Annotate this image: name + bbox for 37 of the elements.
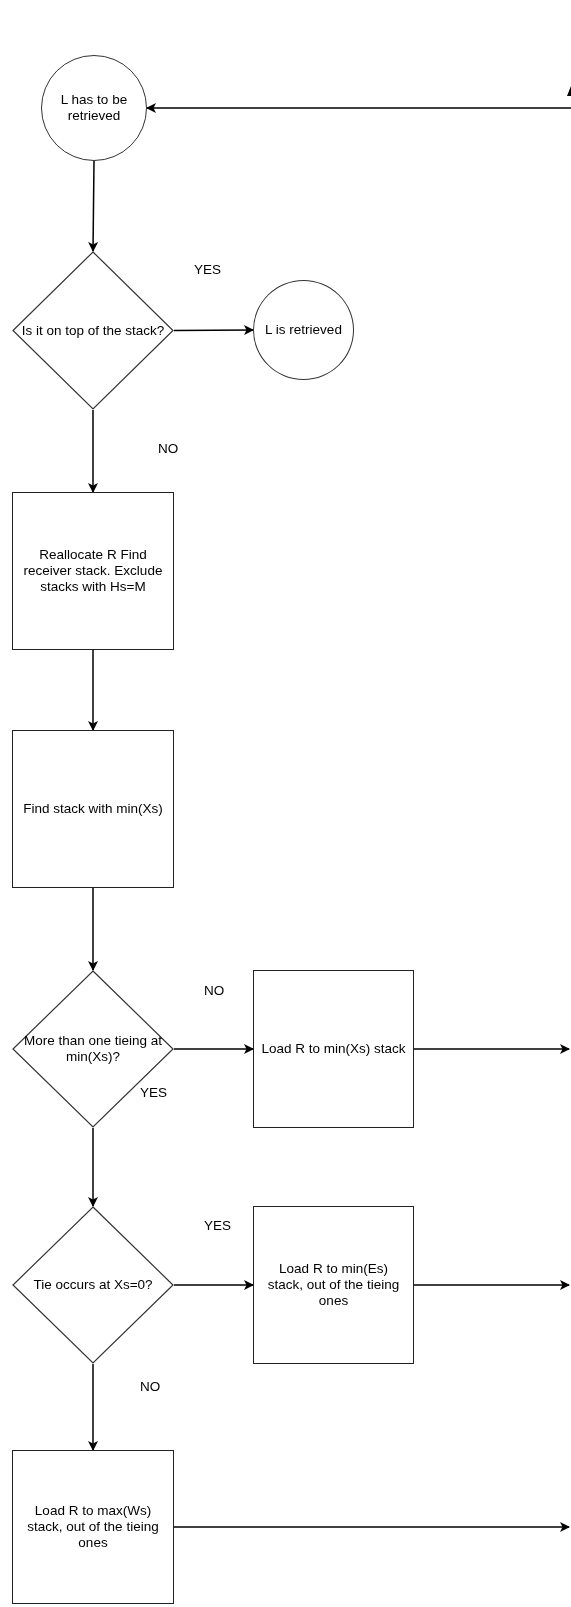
process-box — [12, 492, 174, 650]
arrow — [173, 325, 254, 336]
process-box — [253, 970, 414, 1128]
edge-label: NO — [158, 441, 179, 456]
decision-diamond — [12, 1206, 174, 1364]
node-label: L has to be retrieved — [59, 92, 129, 124]
node-label: Reallocate R Find receiver stack. Exclude stacks with Hs=M — [22, 547, 164, 595]
arrow — [88, 160, 99, 252]
edge-label: YES — [140, 1085, 167, 1100]
decision-diamond — [12, 970, 174, 1128]
arrow — [88, 649, 98, 731]
arrow — [173, 1280, 254, 1290]
node-label: Is it on top of the stack? — [20, 322, 166, 339]
node-label: Find stack with min(Xs) — [22, 801, 164, 817]
arrow — [413, 1280, 570, 1290]
node-label: Load R to min(Xs) stack — [260, 1041, 407, 1057]
node-label: Tie occurs at Xs=0? — [32, 1277, 154, 1293]
arrow — [146, 103, 571, 113]
arrow — [88, 1363, 98, 1451]
edge-label: NO — [204, 983, 225, 998]
edge-label: YES — [204, 1218, 231, 1233]
process-box — [253, 1206, 414, 1364]
arrow — [88, 409, 98, 493]
node-label: Load R to min(Es) stack, out of the tieing ones — [266, 1261, 401, 1309]
arrow — [173, 1522, 570, 1532]
edge-label: NO — [140, 1379, 161, 1394]
node-label: Load R to max(Ws) stack, out of the tieing ones — [26, 1503, 160, 1551]
decision-diamond — [12, 251, 174, 410]
node-label: More than one tieing at min(Xs)? — [22, 1033, 164, 1065]
process-box — [12, 730, 174, 888]
arrow — [88, 1127, 98, 1207]
node-label: L is retrieved — [264, 322, 343, 338]
process-box — [12, 1450, 174, 1604]
arrow — [88, 887, 98, 971]
edge-label: YES — [194, 262, 221, 277]
arrow — [173, 1044, 254, 1054]
arrow — [413, 1044, 570, 1054]
